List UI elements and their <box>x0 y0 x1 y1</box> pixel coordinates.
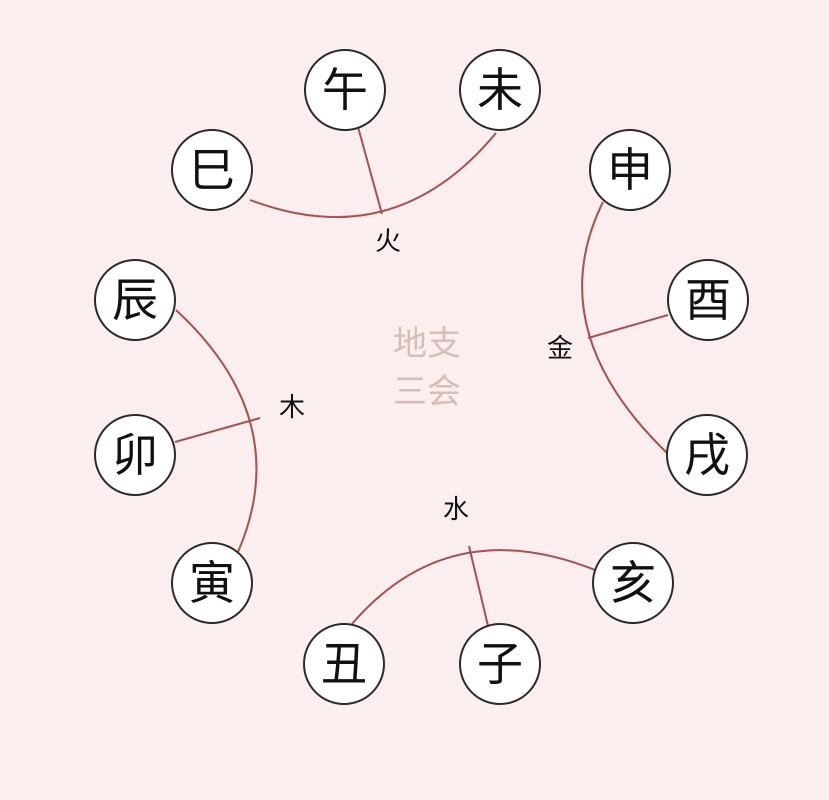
branch-shen: 申 <box>589 129 671 211</box>
branch-circle-chen <box>94 259 176 341</box>
branch-mao: 卯 <box>94 414 176 496</box>
branch-yin: 寅 <box>171 542 253 624</box>
branch-zi: 子 <box>459 623 541 705</box>
branch-label-shen: 申 <box>607 143 653 197</box>
water-arc <box>351 549 601 625</box>
branch-label-si: 巳 <box>189 143 235 197</box>
branch-label-wu: 午 <box>322 63 368 117</box>
branch-circle-wu <box>304 49 386 131</box>
branch-circle-mao <box>94 414 176 496</box>
element-label-wood: 木 <box>279 393 305 423</box>
wood-arc <box>175 309 258 553</box>
branch-circle-yin <box>171 542 253 624</box>
branch-circle-zi <box>459 623 541 705</box>
branch-circle-si <box>171 129 253 211</box>
center-title-line-2: 三会 <box>393 372 461 412</box>
branch-label-hai: 亥 <box>610 556 656 610</box>
branch-label-you: 酉 <box>685 273 731 327</box>
element-label-metal: 金 <box>547 334 573 364</box>
branch-chen: 辰 <box>94 259 176 341</box>
branch-you: 酉 <box>667 259 749 341</box>
branch-chou: 丑 <box>303 623 385 705</box>
branch-xu: 戌 <box>666 414 748 496</box>
branch-circle-wei <box>459 49 541 131</box>
branch-hai: 亥 <box>592 542 674 624</box>
branch-circle-xu <box>666 414 748 496</box>
branch-si: 巳 <box>171 129 253 211</box>
branch-wei: 未 <box>459 49 541 131</box>
metal-group <box>581 201 669 454</box>
water-group <box>351 545 601 627</box>
water-spoke <box>468 545 489 627</box>
branch-circle-hai <box>592 542 674 624</box>
metal-spoke <box>587 314 669 339</box>
metal-arc <box>581 201 668 454</box>
wood-spoke <box>174 417 261 443</box>
center-title-line-1: 地支 <box>393 324 461 364</box>
branch-circle-you <box>667 259 749 341</box>
branch-label-yin: 寅 <box>189 556 235 610</box>
element-label-fire: 火 <box>375 227 401 257</box>
branch-circle-chou <box>303 623 385 705</box>
element-label-water: 水 <box>443 495 469 525</box>
branch-label-wei: 未 <box>477 63 523 117</box>
branch-wu: 午 <box>304 49 386 131</box>
wood-group <box>174 309 261 553</box>
branch-label-xu: 戌 <box>684 428 730 482</box>
fire-group <box>249 126 497 218</box>
branch-label-chen: 辰 <box>112 273 158 327</box>
fire-spoke <box>357 126 383 215</box>
fire-arc <box>249 132 497 218</box>
branch-circle-shen <box>589 129 671 211</box>
branch-label-mao: 卯 <box>112 428 158 482</box>
branch-label-chou: 丑 <box>321 637 367 691</box>
branch-label-zi: 子 <box>477 637 523 691</box>
